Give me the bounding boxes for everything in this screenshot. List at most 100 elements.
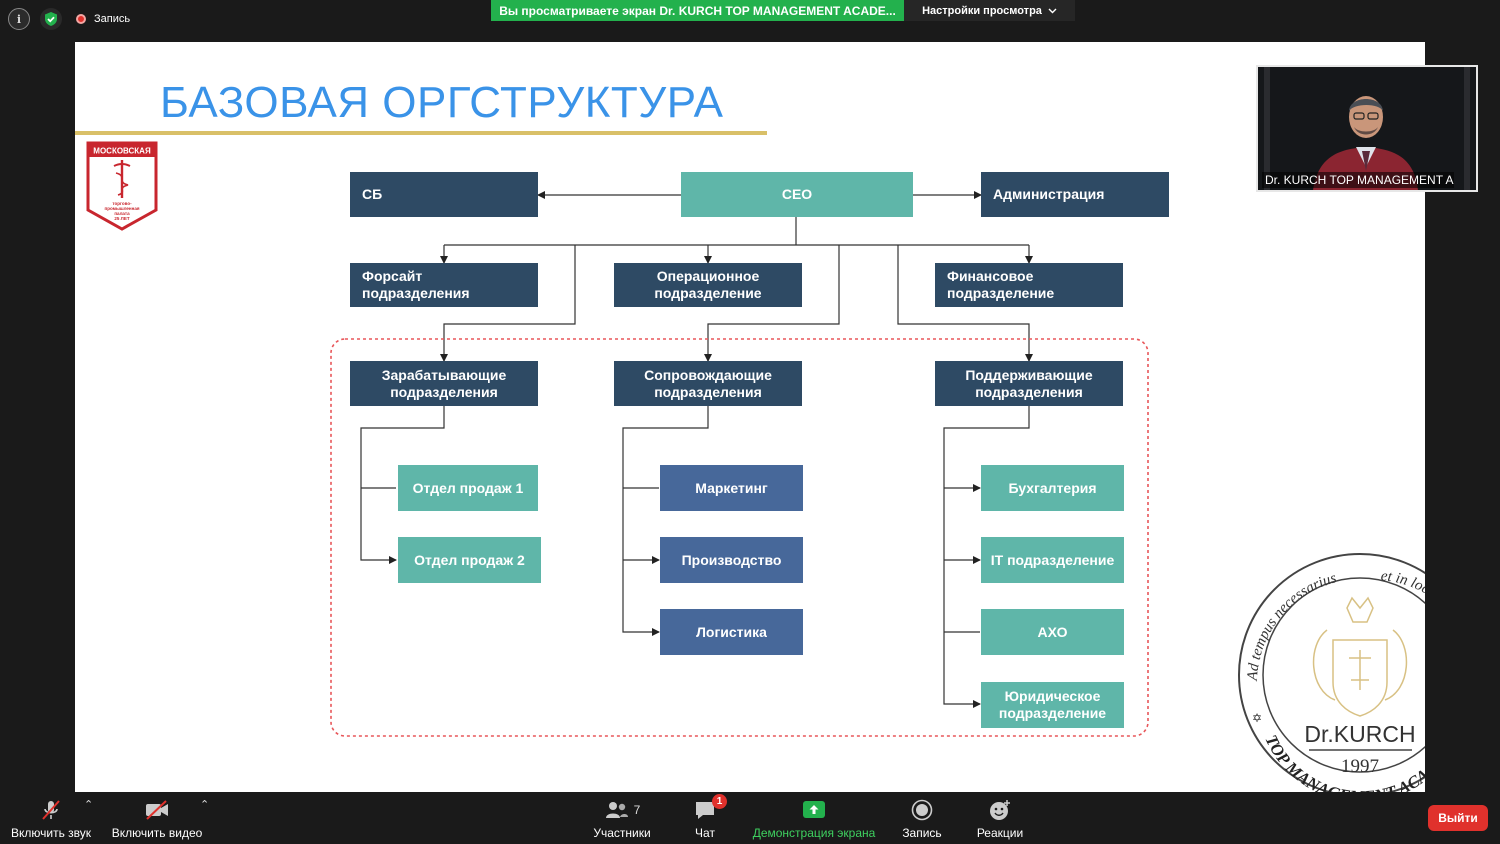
leave-meeting-button[interactable]: Выйти [1428,805,1488,831]
ceo-label: CEO [781,186,813,203]
finance-label-1: Финансовое [947,268,1034,285]
logo-line-4: палата [114,211,130,216]
ceo-box: CEO [681,172,913,217]
org-chart-connectors [330,191,1149,737]
participants-count: 7 [633,803,641,817]
audio-options-chevron-up-icon[interactable]: ⌃ [84,799,94,811]
chat-unread-badge: 1 [712,794,727,809]
top-left-indicators: i Запись [8,8,130,30]
logistics-label: Логистика [696,623,767,640]
shared-slide: БАЗОВАЯ ОРГСТРУКТУРА МОСКОВСКАЯ торгово-… [75,42,1425,792]
mic-muted-icon [39,798,63,822]
presenter-video-tile[interactable]: Dr. KURCH TOP MANAGEMENT A... [1256,65,1478,192]
presenter-avatar [1258,67,1476,190]
sales-dept-2-label: Отдел продаж 2 [414,551,525,568]
logo-line-1: МОСКОВСКАЯ [93,147,151,156]
sb-label: СБ [362,186,383,203]
start-video-button[interactable]: Включить видео [112,798,202,840]
share-screen-label: Демонстрация экрана [752,826,876,840]
info-icon[interactable]: i [8,8,30,30]
stamp-motto-end: et in loc [1380,568,1425,598]
academy-stamp: Ad tempus necessarius et in loc TOP MANA… [1238,553,1425,792]
chat-label: Чат [695,826,715,840]
operational-label-2: подразделение [654,285,762,301]
chat-button[interactable]: 1 Чат [690,794,727,840]
unmute-button[interactable]: Включить звук [10,798,92,840]
accounting-box: Бухгалтерия [981,465,1124,511]
logo-line-2: торгово- [112,201,132,206]
shield-check-icon[interactable] [40,8,62,30]
record-button[interactable]: Запись [900,798,944,840]
stamp-year: 1997 [1341,756,1379,777]
foresight-label-2: подразделения [362,285,470,301]
earning-label-1: Зарабатывающие [381,366,507,383]
view-options-button[interactable]: Настройки просмотра [904,0,1075,21]
finance-label-2: подразделение [947,285,1055,301]
production-label: Производство [681,551,782,568]
screen-share-banner: Вы просматриваете экран Dr. KURCH TOP MA… [491,0,904,21]
recording-indicator[interactable]: Запись [76,13,130,25]
supporting-label-1: Поддерживающие [965,366,1093,383]
sb-box: СБ [350,172,538,217]
marketing-box: Маркетинг [660,465,803,511]
logistics-box: Логистика [660,609,803,655]
video-options-chevron-up-icon[interactable]: ⌃ [200,799,210,811]
share-screen-button[interactable]: Демонстрация экрана [752,798,876,840]
sales-dept-1-label: Отдел продаж 1 [412,479,524,496]
star-of-david-icon: ✡ [1252,711,1262,725]
video-off-icon [144,798,170,822]
aho-label: АХО [1037,623,1068,640]
core-units-dashed-frame [330,338,1149,737]
administration-box: Администрация [981,172,1169,217]
chat-icon [696,802,714,819]
logo-line-5: 25 ЛЕТ [114,216,129,221]
reactions-button[interactable]: Реакции [976,798,1024,840]
chevron-down-icon [1048,8,1057,13]
recording-label: Запись [94,13,131,25]
sales-dept-1-box: Отдел продаж 1 [398,465,538,511]
production-box: Производство [660,537,803,583]
foresight-label-1: Форсайт [362,268,423,285]
meeting-toolbar: Включить звук ⌃ Включить видео ⌃ 7 Участ… [0,792,1500,844]
it-dept-box: IT подразделение [981,537,1124,583]
participants-icon [605,802,628,818]
marketing-label: Маркетинг [695,479,768,496]
participants-button[interactable]: 7 Участники [592,798,652,840]
earning-label-2: подразделения [390,383,498,400]
chamber-of-commerce-logo: МОСКОВСКАЯ торгово- промышленная палата … [86,141,158,231]
title-underline [75,131,767,135]
it-dept-label: IT подразделение [990,551,1115,568]
start-video-label: Включить видео [111,826,203,840]
stamp-name: Dr.KURCH [1304,721,1415,747]
record-icon [911,799,933,821]
accounting-label: Бухгалтерия [1008,479,1097,496]
view-options-label: Настройки просмотра [922,4,1042,17]
participants-label: Участники [593,826,651,840]
reactions-smiley-icon [990,800,1010,820]
share-screen-icon [803,801,825,818]
logo-line-3: промышленная [105,206,140,211]
operational-label-1: Операционное [656,268,760,285]
presenter-name: Dr. KURCH TOP MANAGEMENT A... [1262,172,1454,188]
sales-dept-2-box: Отдел продаж 2 [398,537,541,583]
accompanying-label-1: Сопровождающие [644,366,772,383]
legal-label-1: Юридическое [1004,688,1101,705]
slide-title: БАЗОВАЯ ОРГСТРУКТУРА [160,78,724,127]
stamp-motto: Ad tempus necessarius [1245,570,1339,682]
aho-box: АХО [981,609,1124,655]
recording-dot-icon [76,14,86,24]
accompanying-label-2: подразделения [654,383,762,400]
supporting-label-2: подразделения [975,383,1083,400]
unmute-label: Включить звук [10,826,92,840]
reactions-label: Реакции [976,826,1024,840]
administration-label: Администрация [993,186,1105,203]
record-label: Запись [902,826,942,840]
